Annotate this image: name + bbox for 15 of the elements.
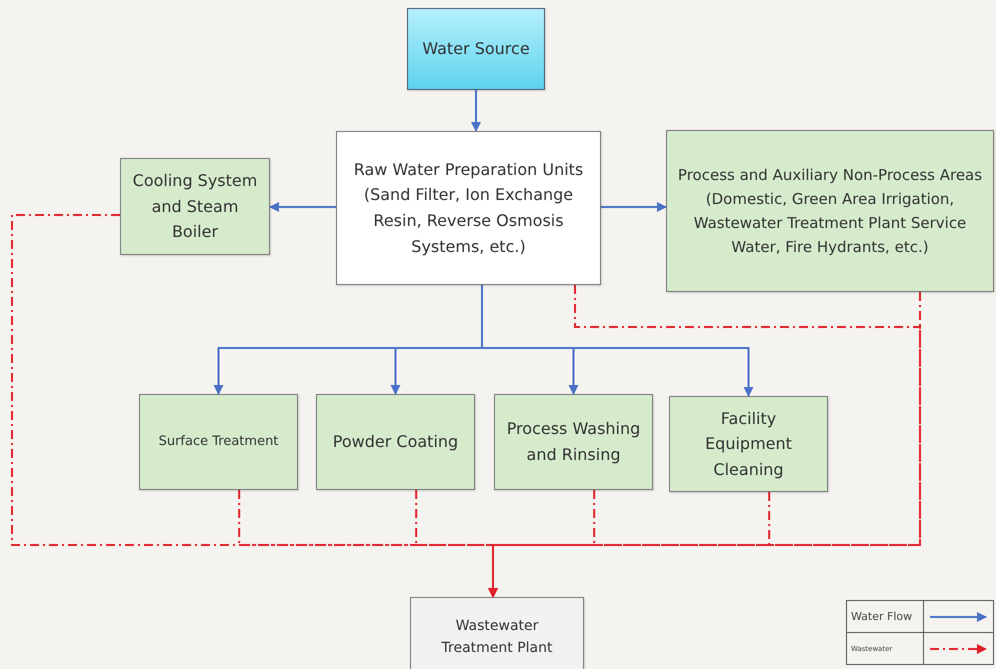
water-flow-arrow xyxy=(471,90,481,132)
process-box: Cooling System and Steam Boiler xyxy=(120,158,270,255)
process-box: Facility Equipment Cleaning xyxy=(669,396,828,492)
water-flow-arrow xyxy=(601,202,667,212)
process-box: Process and Auxiliary Non-Process Areas (Domestic, Green Area Irrigation, Wastewater Treatment Plant Service Water, Fire Hydrants, etc.) xyxy=(666,130,994,292)
wastewater-arrow xyxy=(488,492,770,598)
plant-box: Wastewater Treatment Plant xyxy=(410,597,584,669)
process-box: Process Washing and Rinsing xyxy=(494,394,653,490)
source-box: Water Source xyxy=(407,8,545,90)
process-box: Raw Water Preparation Units (Sand Filter, Ion Exchange Resin, Reverse Osmosis Systems, etc.) xyxy=(336,131,601,285)
process-box: Powder Coating xyxy=(316,394,475,490)
water-flow-arrow xyxy=(269,202,336,212)
water-flow-arrow xyxy=(481,285,754,397)
legend-label: Water Flow xyxy=(847,601,924,632)
process-box: Surface Treatment xyxy=(139,394,298,490)
